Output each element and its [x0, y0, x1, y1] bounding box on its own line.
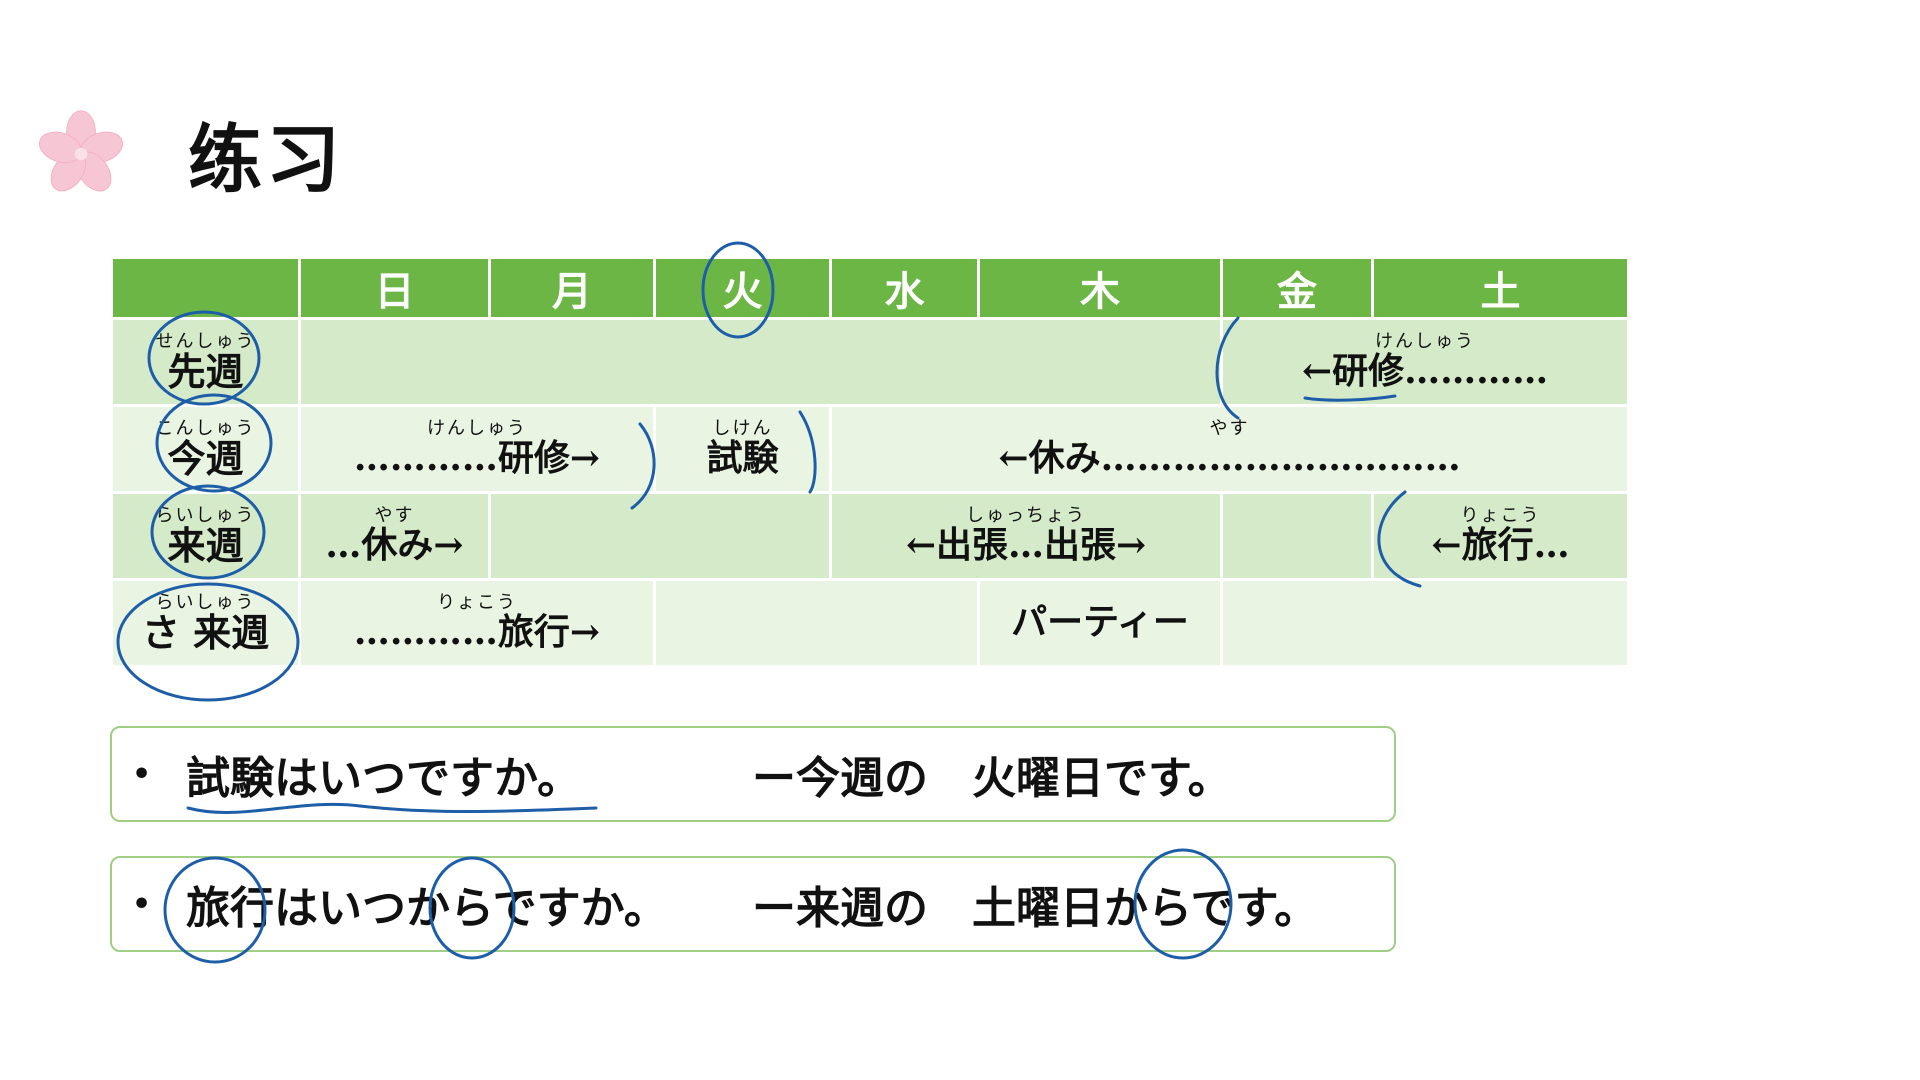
event-ruby: やす	[374, 505, 415, 527]
schedule-cell	[1220, 491, 1374, 581]
title-row: 练习	[36, 100, 344, 207]
schedule-row: らいしゅう来週やす…休み→しゅっちょう←出張…出張→りょこう←旅行…	[110, 491, 1630, 581]
event: けんしゅう…………研修→	[301, 419, 653, 478]
week-text: さ 来週	[141, 610, 270, 655]
day-header: 水	[829, 256, 980, 320]
schedule-cell	[488, 491, 832, 581]
event-text: ←研修…………	[1301, 350, 1549, 393]
event-text: パーティー	[1011, 601, 1189, 644]
event-ruby: りょこう	[437, 592, 517, 614]
event: やす…休み→	[301, 506, 488, 565]
event-text: …………旅行→	[353, 611, 601, 654]
day-header-row: 日 月 火 水 木 金 土	[110, 256, 1630, 320]
schedule-cell: やす←休み…………………………	[829, 404, 1630, 494]
week-label: らいしゅう来週	[113, 507, 298, 565]
event: りょこう…………旅行→	[301, 593, 653, 652]
week-text: 来週	[167, 523, 244, 568]
event-ruby: しけん	[712, 418, 773, 440]
exercise-box: • 試験はいつですか。 ー今週の 火曜日です。	[110, 726, 1396, 822]
day-header: 土	[1371, 256, 1630, 320]
day-header: 金	[1220, 256, 1374, 320]
week-label-cell: こんしゅう今週	[110, 404, 301, 494]
day-header: 日	[298, 256, 491, 320]
schedule-cell: パーティー	[977, 578, 1223, 668]
page-title: 练习	[188, 117, 344, 203]
schedule-cell: しゅっちょう←出張…出張→	[829, 491, 1223, 581]
sakura-icon	[38, 109, 124, 191]
event-text: ←旅行…	[1431, 524, 1570, 567]
week-label: らいしゅうさ 来週	[113, 594, 298, 652]
schedule-row: こんしゅう今週けんしゅう…………研修→しけん試験やす←休み…………………………	[110, 404, 1630, 494]
schedule-cell: しけん試験	[653, 404, 832, 494]
exercise-box: • 旅行はいつからですか。 ー来週の 土曜日からです。	[110, 856, 1396, 952]
event-text: …休み→	[325, 524, 464, 567]
week-label-cell: らいしゅう来週	[110, 491, 301, 581]
event-ruby: しゅっちょう	[966, 505, 1086, 527]
week-label-cell: せんしゅう先週	[110, 317, 301, 407]
week-label: こんしゅう今週	[113, 420, 298, 478]
answer-text: ー今週の 火曜日です。	[752, 753, 1232, 804]
schedule-row: せんしゅう先週 けんしゅう←研修…………	[110, 317, 1630, 407]
schedule-row: らいしゅうさ 来週りょこう…………旅行→パーティー	[110, 578, 1630, 668]
corner-cell	[110, 256, 301, 320]
event: やす←休み…………………………	[832, 419, 1627, 478]
schedule-cell	[653, 578, 980, 668]
day-header: 火	[653, 256, 832, 320]
event-text: ←出張…出張→	[905, 524, 1147, 567]
bullet: •	[132, 886, 152, 922]
schedule-table: 日 月 火 水 木 金 土 せんしゅう先週けんしゅう←研修…………こんしゅう今週…	[110, 256, 1630, 668]
week-label-cell: らいしゅうさ 来週	[110, 578, 301, 668]
schedule-cell: りょこう…………旅行→	[298, 578, 656, 668]
event: しけん試験	[656, 419, 829, 478]
event: パーティー	[980, 603, 1220, 643]
event: しゅっちょう←出張…出張→	[832, 506, 1220, 565]
event-text: 試験	[706, 437, 779, 480]
week-text: 今週	[167, 436, 244, 481]
event-ruby: けんしゅう	[427, 418, 527, 440]
week-text: 先週	[167, 349, 244, 394]
event-text: …………研修→	[353, 437, 601, 480]
event: けんしゅう←研修…………	[1223, 332, 1627, 391]
answer-text: ー来週の 土曜日からです。	[752, 883, 1319, 934]
schedule-cell: やす…休み→	[298, 491, 491, 581]
question-text: 旅行はいつからですか。	[186, 883, 668, 934]
schedule-cell	[1220, 578, 1630, 668]
bullet: •	[132, 756, 152, 792]
schedule-cell: けんしゅう…………研修→	[298, 404, 656, 494]
week-label: せんしゅう先週	[113, 333, 298, 391]
question-text: 試験はいつですか。	[186, 753, 582, 804]
schedule-cell: けんしゅう←研修…………	[1220, 317, 1630, 407]
day-header: 月	[488, 256, 656, 320]
schedule-body: せんしゅう先週けんしゅう←研修…………こんしゅう今週けんしゅう…………研修→しけ…	[110, 317, 1630, 668]
event-ruby: けんしゅう	[1375, 331, 1475, 353]
event-text: ←休み…………………………	[998, 437, 1461, 480]
schedule-cell	[298, 317, 1223, 407]
day-header: 木	[977, 256, 1223, 320]
schedule-cell: りょこう←旅行…	[1371, 491, 1630, 581]
event-ruby: りょこう	[1460, 505, 1541, 527]
event: りょこう←旅行…	[1374, 506, 1627, 565]
event-ruby: やす	[1209, 418, 1250, 440]
